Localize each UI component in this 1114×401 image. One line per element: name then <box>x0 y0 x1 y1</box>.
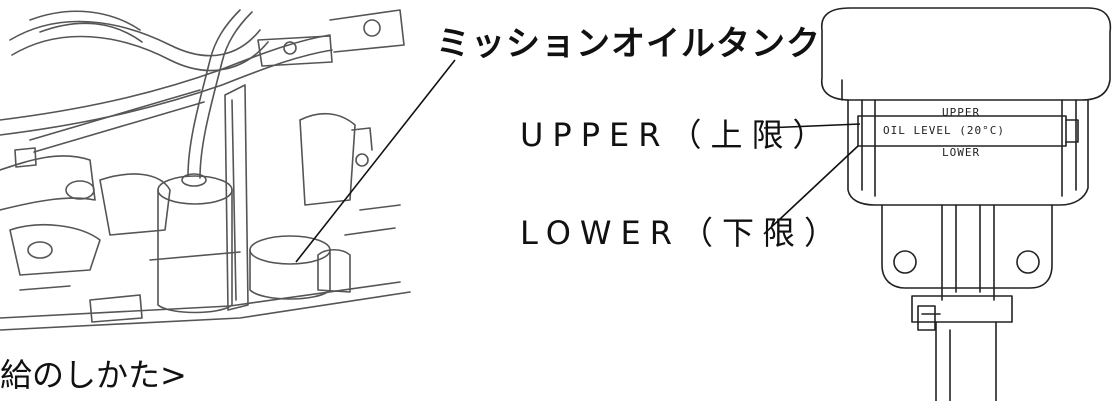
tank-leader-line <box>295 59 456 263</box>
lower-limit-label: LOWER（下限） <box>520 214 845 252</box>
upper-limit-label: UPPER（上限） <box>520 116 834 154</box>
oil-tank-title: ミッションオイルタンク <box>436 24 821 64</box>
lower-leader-line <box>763 145 859 235</box>
section-caption: 給のしかた> <box>0 356 187 394</box>
gauge-upper-mark: UPPER <box>942 106 981 119</box>
upper-leader-line <box>763 123 861 129</box>
gauge-lower-mark: LOWER <box>942 146 981 159</box>
oil-tank-gauge-drawing <box>821 7 1112 401</box>
gauge-oil-level-text: OIL LEVEL (20°C) <box>883 124 1005 137</box>
